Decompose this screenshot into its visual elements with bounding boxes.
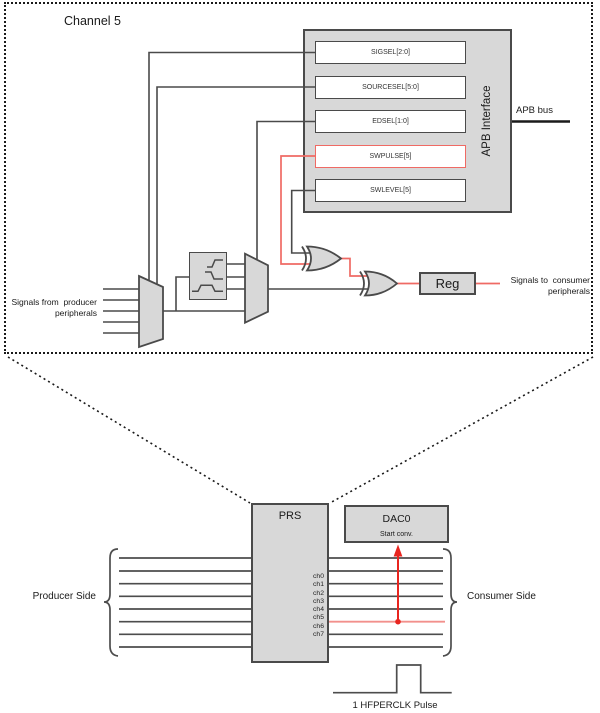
channel-lines-consumer — [329, 557, 443, 648]
red-wires — [280, 155, 500, 285]
channel-label-ch5: ch5 — [313, 614, 324, 622]
hfperclk-pulse-label: 1 HFPERCLK Pulse — [352, 700, 438, 711]
channel-detail-frame — [4, 2, 593, 354]
consumer-brace — [442, 548, 458, 657]
register-sigsel: SIGSEL[2:0] — [315, 41, 466, 64]
channel-label-ch6: ch6 — [313, 622, 324, 630]
producer-side-label: Producer Side — [32, 591, 96, 602]
edge-waveform-icon — [192, 259, 223, 293]
channel-title: Channel 5 — [64, 14, 121, 28]
dac0-start-conv-label: Start conv. — [380, 531, 413, 538]
edge-detector-box — [189, 252, 227, 300]
mux-wires — [163, 263, 368, 312]
signals-to-consumer-label: Signals to consumer peripherals — [510, 275, 590, 297]
input-mux — [138, 274, 164, 349]
apb-bus-label: APB bus — [516, 105, 553, 116]
magnifier-diagonal-lines — [7, 356, 594, 504]
select-wires — [148, 51, 315, 284]
consumer-side-label: Consumer Side — [467, 591, 536, 602]
hfperclk-pulse-waveform — [333, 664, 452, 694]
producer-brace — [103, 548, 119, 657]
edge-select-mux — [244, 252, 269, 325]
channel-label-ch2: ch2 — [313, 589, 324, 597]
prs-block: PRS ch0 ch1 ch2 ch3 ch4 ch5 ch6 ch7 — [251, 503, 329, 663]
channel-label-ch0: ch0 — [313, 573, 324, 580]
register-sourcesel: SOURCESEL[5:0] — [315, 75, 466, 99]
channel-labels: ch0 ch1 ch2 ch3 ch4 ch5 ch6 ch7 — [284, 573, 324, 639]
register-edsel: EDSEL[1:0] — [315, 110, 466, 133]
signals-from-producer-label: Signals from producer peripherals — [11, 297, 97, 319]
xor-gate-output — [359, 270, 399, 297]
register-swlevel: SWLEVEL[5] — [315, 179, 466, 202]
producer-input-wires — [103, 288, 139, 334]
channel-label-ch7: ch7 — [313, 631, 324, 639]
register-swpulse: SWPULSE[5] — [315, 144, 466, 168]
reg-block: Reg — [419, 272, 476, 295]
dac0-block: DAC0 Start conv. — [344, 505, 449, 543]
dac0-label: DAC0 — [382, 513, 411, 525]
channel-label-ch1: ch1 — [313, 581, 324, 589]
channel-label-ch4: ch4 — [313, 606, 324, 614]
apb-interface-label: APB Interface — [481, 85, 493, 157]
xor-gate-swlevel — [301, 245, 343, 272]
channel-label-ch3: ch3 — [313, 597, 324, 605]
channel-lines-producer — [119, 557, 251, 648]
prs-label: PRS — [278, 510, 302, 522]
trigger-arrow — [393, 544, 403, 625]
